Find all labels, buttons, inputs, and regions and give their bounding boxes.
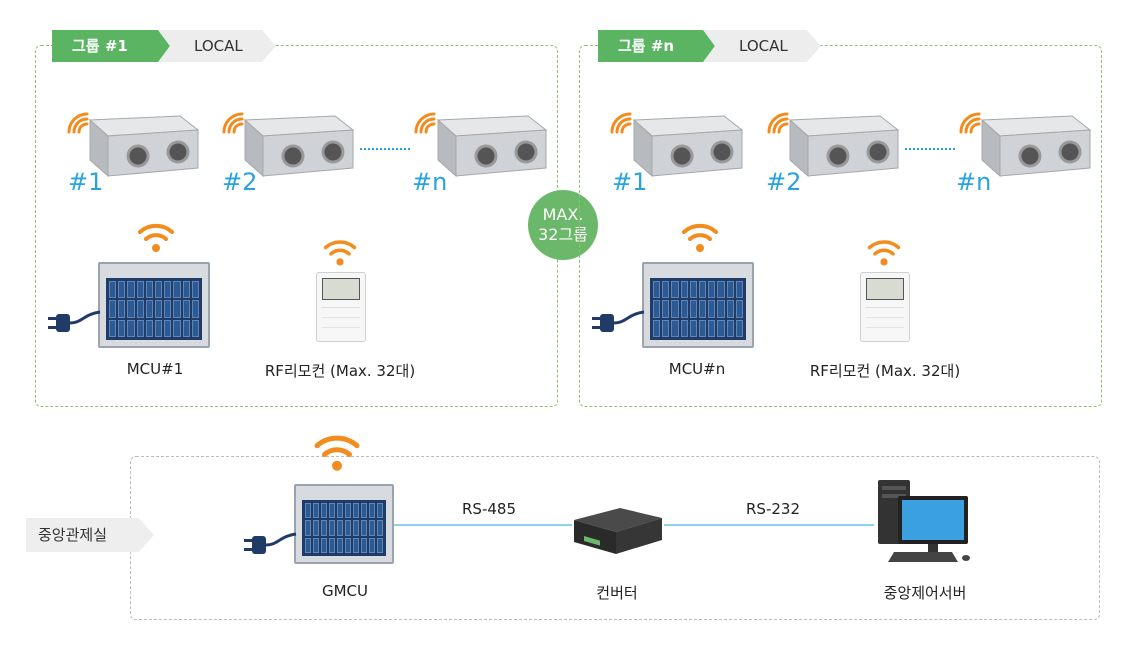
rs232-link: [664, 524, 874, 526]
wifi-icon: [957, 110, 981, 134]
mcu-n-label: MCU#n: [668, 360, 726, 378]
remote-n-label: RF리모컨 (Max. 32대): [809, 362, 961, 380]
max-badge-line1: MAX.: [542, 205, 584, 224]
ventilation-unit: [235, 110, 355, 180]
wifi-icon: [680, 220, 720, 254]
rs232-label: RS-232: [746, 500, 800, 518]
plug-icon: [244, 530, 298, 564]
mcu-1-label: MCU#1: [126, 360, 184, 378]
wifi-icon: [65, 110, 89, 134]
central-tag: 중앙관제실: [26, 518, 154, 552]
rs485-link: [394, 524, 572, 526]
plug-icon: [592, 308, 646, 342]
unit-number: #1: [68, 168, 104, 196]
unit-number: #1: [612, 168, 648, 196]
gmcu-panel: [294, 484, 394, 564]
wifi-icon: [412, 110, 436, 134]
wifi-icon: [866, 236, 902, 268]
ventilation-unit: [80, 110, 200, 180]
mcu-panel: [98, 262, 210, 348]
rs485-label: RS-485: [462, 500, 516, 518]
group-n-tag: 그룹 #n: [598, 30, 726, 62]
gmcu-label: GMCU: [321, 582, 369, 600]
wifi-icon: [136, 220, 176, 254]
unit-number: #2: [222, 168, 258, 196]
rf-remote: [860, 272, 910, 342]
ventilation-unit: [428, 110, 548, 180]
rf-remote: [316, 272, 366, 342]
ventilation-unit: [972, 110, 1092, 180]
max-groups-badge: MAX. 32그룹: [528, 190, 598, 260]
converter-label: 컨버터: [596, 584, 638, 602]
wifi-icon: [312, 430, 362, 474]
ellipsis-line: [905, 148, 955, 150]
converter-box: [570, 500, 664, 560]
server-label: 중앙제어서버: [883, 584, 967, 602]
group-n-box: [579, 45, 1102, 407]
plug-icon: [48, 308, 102, 342]
group-1-box: [35, 45, 558, 407]
group-1-mode: LOCAL: [158, 30, 276, 62]
wifi-icon: [608, 110, 632, 134]
max-badge-line2: 32그룹: [538, 225, 588, 244]
remote-1-label: RF리모컨 (Max. 32대): [264, 362, 416, 380]
mcu-panel: [642, 262, 754, 348]
ventilation-unit: [624, 110, 744, 180]
unit-number: #n: [412, 168, 448, 196]
ventilation-unit: [780, 110, 900, 180]
wifi-icon: [322, 236, 358, 268]
wifi-icon: [765, 110, 789, 134]
wifi-icon: [220, 110, 244, 134]
ellipsis-line: [360, 148, 410, 150]
server-pc: [872, 474, 972, 568]
unit-number: #2: [766, 168, 802, 196]
group-n-mode: LOCAL: [703, 30, 821, 62]
unit-number: #n: [956, 168, 992, 196]
group-1-tag: 그룹 #1: [52, 30, 180, 62]
